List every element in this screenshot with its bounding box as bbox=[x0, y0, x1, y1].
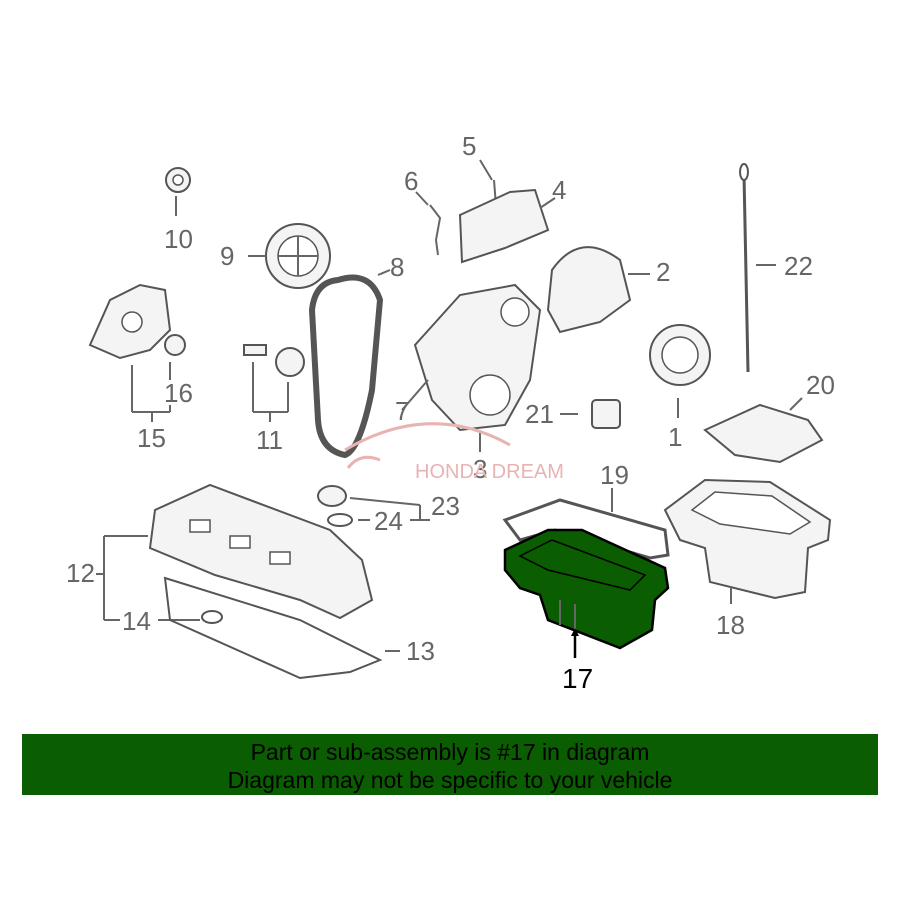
info-banner: Part or sub-assembly is #17 in diagram D… bbox=[22, 734, 878, 795]
callout-14: 14 bbox=[122, 606, 151, 636]
callout-20: 20 bbox=[806, 370, 835, 400]
part-15-oil-pump[interactable] bbox=[88, 283, 186, 422]
part-19-pan-gasket[interactable] bbox=[502, 488, 670, 560]
part-7-lower-cover[interactable] bbox=[401, 283, 542, 452]
part-2-cover[interactable] bbox=[546, 246, 650, 334]
callout-6: 6 bbox=[404, 166, 418, 196]
callout-9: 9 bbox=[220, 241, 234, 271]
callout-1: 1 bbox=[668, 422, 682, 452]
callout-12: 12 bbox=[66, 558, 95, 588]
part-4-upper-cover[interactable] bbox=[458, 188, 556, 264]
part-23-oil-cap[interactable] bbox=[317, 485, 430, 527]
callout-8: 8 bbox=[390, 252, 404, 282]
callout-4: 4 bbox=[552, 175, 566, 205]
part-8-timing-belt[interactable] bbox=[308, 269, 391, 459]
callout-21: 21 bbox=[525, 399, 554, 429]
callout-22: 22 bbox=[784, 251, 813, 281]
callout-2: 2 bbox=[656, 257, 670, 287]
part-12-valve-cover[interactable] bbox=[96, 483, 374, 620]
part-10-gear[interactable] bbox=[165, 167, 191, 216]
honda-dream-watermark: HONDA DREAM bbox=[344, 422, 564, 483]
part-11-tensioner[interactable] bbox=[243, 344, 305, 422]
callout-5: 5 bbox=[462, 131, 476, 161]
callout-11: 11 bbox=[256, 425, 283, 455]
part-6-bolt[interactable] bbox=[415, 191, 442, 256]
part-1-crank-pulley[interactable] bbox=[649, 324, 711, 418]
callout-10: 10 bbox=[164, 224, 193, 254]
banner-line-2: Diagram may not be specific to your vehi… bbox=[227, 767, 673, 793]
banner-line-1: Part or sub-assembly is #17 in diagram bbox=[250, 739, 650, 765]
callout-13: 13 bbox=[406, 636, 435, 666]
callout-3: 3 bbox=[473, 454, 487, 484]
part-21-oil-filter[interactable] bbox=[560, 399, 621, 429]
part-9-cam-pulley[interactable] bbox=[248, 223, 331, 289]
part-20-baffle[interactable] bbox=[703, 397, 824, 464]
callout-15: 15 bbox=[137, 423, 166, 453]
callout-7: 7 bbox=[395, 396, 409, 426]
part-18-oil-pan[interactable] bbox=[663, 478, 832, 604]
callout-19: 19 bbox=[600, 460, 629, 490]
part-13-gasket[interactable] bbox=[163, 576, 400, 680]
part-22-dipstick[interactable] bbox=[739, 163, 776, 373]
watermark-text: HONDA DREAM bbox=[415, 461, 564, 483]
callout-23: 23 bbox=[431, 491, 460, 521]
callout-18: 18 bbox=[716, 610, 745, 640]
callout-16: 16 bbox=[164, 378, 193, 408]
part-14-seal[interactable] bbox=[104, 610, 223, 624]
part-17-oil-pan[interactable] bbox=[503, 528, 670, 658]
callout-17: 17 bbox=[562, 663, 593, 694]
callout-24: 24 bbox=[374, 506, 403, 536]
